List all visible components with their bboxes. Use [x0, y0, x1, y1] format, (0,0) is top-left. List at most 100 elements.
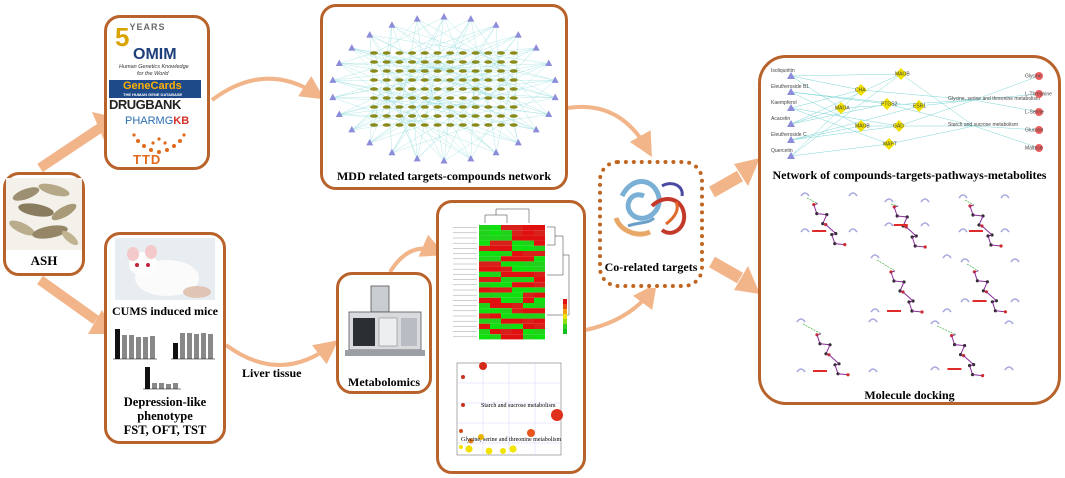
- heatmap-cell: [512, 271, 523, 277]
- heatmap-cell: [501, 287, 512, 293]
- ligand-atom: [971, 373, 975, 377]
- ligand-bond: [816, 213, 827, 216]
- mouse-photo: [115, 238, 215, 300]
- heatmap-cell: [490, 292, 501, 298]
- heatmap-cell: [512, 230, 523, 236]
- heatmap-cell: [479, 256, 490, 262]
- target-label: MAOA: [835, 106, 850, 112]
- target-node: [348, 44, 356, 51]
- heatmap-cell: [490, 303, 501, 309]
- compound-node: [509, 78, 518, 82]
- residue-label-mark: [972, 300, 987, 302]
- compound-node: [382, 60, 391, 64]
- ctpm-edge: [790, 107, 900, 127]
- heatmap-cell: [534, 334, 545, 340]
- network-edge: [386, 25, 393, 108]
- target-node: [413, 15, 421, 22]
- ligand-atom: [815, 333, 819, 337]
- heatmap-cell: [490, 225, 501, 231]
- residue-arc: [870, 254, 880, 259]
- ctpm-edge: [840, 99, 975, 109]
- heatmap-cell: [501, 235, 512, 241]
- target-diamond: [893, 120, 905, 132]
- compound-node: [408, 114, 417, 118]
- heatmap-cell: [523, 230, 534, 236]
- ctpm-edges: [790, 73, 1040, 157]
- ligand-bond: [902, 291, 914, 302]
- network-edge: [351, 115, 451, 131]
- heatmap-cell: [534, 318, 545, 324]
- residue-arc: [848, 228, 858, 233]
- target-diamond: [883, 138, 895, 150]
- heatmap-cell: [479, 235, 490, 241]
- heatmap-cell: [479, 245, 490, 251]
- target-label: CHA: [855, 88, 866, 94]
- ligand-bond: [986, 291, 997, 302]
- residue-arc: [884, 198, 894, 203]
- target-node: [388, 21, 396, 28]
- ctpm-edge: [973, 75, 1040, 101]
- compound-node: [497, 69, 505, 73]
- metabolite-analysis-panel: Starch and sucrose metabolism Glycine, s…: [436, 200, 586, 474]
- ligand-bond: [897, 215, 908, 218]
- target-node: [545, 59, 553, 66]
- heatmap-cell: [512, 292, 523, 298]
- heatmap-cell: [523, 261, 534, 267]
- heatmap-cell: [501, 277, 512, 283]
- heatmap-cell: [512, 266, 523, 272]
- metabolomics-panel: Metabolomics: [336, 272, 432, 394]
- ligand-bond: [977, 280, 988, 283]
- heatmap-cell: [490, 261, 501, 267]
- network-edge: [339, 61, 451, 115]
- compound-node: [420, 69, 429, 73]
- target-diamond: [855, 84, 867, 96]
- heatmap-cell: [534, 271, 545, 277]
- metabolite-label: L-Threonine: [1025, 92, 1052, 98]
- hbond-line: [936, 325, 956, 335]
- network-edge: [399, 47, 537, 117]
- corelated-targets-label: Co-related targets: [604, 260, 698, 274]
- mdd-network-label: MDD related targets-compounds network: [336, 169, 552, 183]
- phenotype-line-2: phenotype: [137, 409, 193, 423]
- heatmap-cell: [479, 251, 490, 257]
- target-node: [492, 21, 500, 28]
- network-edge: [351, 88, 476, 131]
- network-edge: [437, 97, 471, 159]
- network-edge: [351, 47, 387, 63]
- compound-node: [395, 78, 404, 82]
- residue-arc: [1004, 366, 1014, 371]
- target-diamond: [855, 120, 867, 132]
- phenotype-line-1: Depression-like: [123, 395, 207, 409]
- corelated-targets-panel: Co-related targets: [598, 160, 704, 288]
- network-edge: [417, 115, 464, 160]
- ligand-bond: [893, 280, 905, 283]
- heatmap-cell: [490, 277, 501, 283]
- docking-pose: [870, 254, 952, 314]
- network-edge: [332, 80, 387, 99]
- compound-node: [395, 96, 404, 100]
- network-edge: [332, 97, 502, 108]
- heatmap-cell: [501, 271, 512, 277]
- target-node: [467, 154, 475, 162]
- heatmap-cell: [501, 240, 512, 246]
- target-node: [329, 93, 337, 101]
- arrowhead: [734, 158, 760, 186]
- network-edge: [500, 115, 537, 131]
- heatmap-cell: [512, 287, 523, 293]
- heatmap-cell: [479, 323, 490, 329]
- compound-node: [484, 123, 493, 127]
- pathway-label: Starch and sucrose metabolism: [948, 122, 1018, 128]
- residue-arc: [1010, 298, 1020, 303]
- network-edge: [339, 88, 425, 115]
- compound-node: [370, 51, 378, 55]
- network-edge: [339, 70, 514, 115]
- network-edge: [495, 70, 514, 153]
- heatmap-cell: [501, 297, 512, 303]
- compound-node: [420, 96, 429, 100]
- compound-node: [484, 114, 493, 118]
- residue-arc: [1010, 258, 1020, 263]
- color-scale-cell: [563, 304, 567, 309]
- network-edge: [339, 63, 400, 108]
- arrow-metabolomics-to-analysis: [388, 234, 446, 274]
- ctpm-edge: [790, 91, 862, 127]
